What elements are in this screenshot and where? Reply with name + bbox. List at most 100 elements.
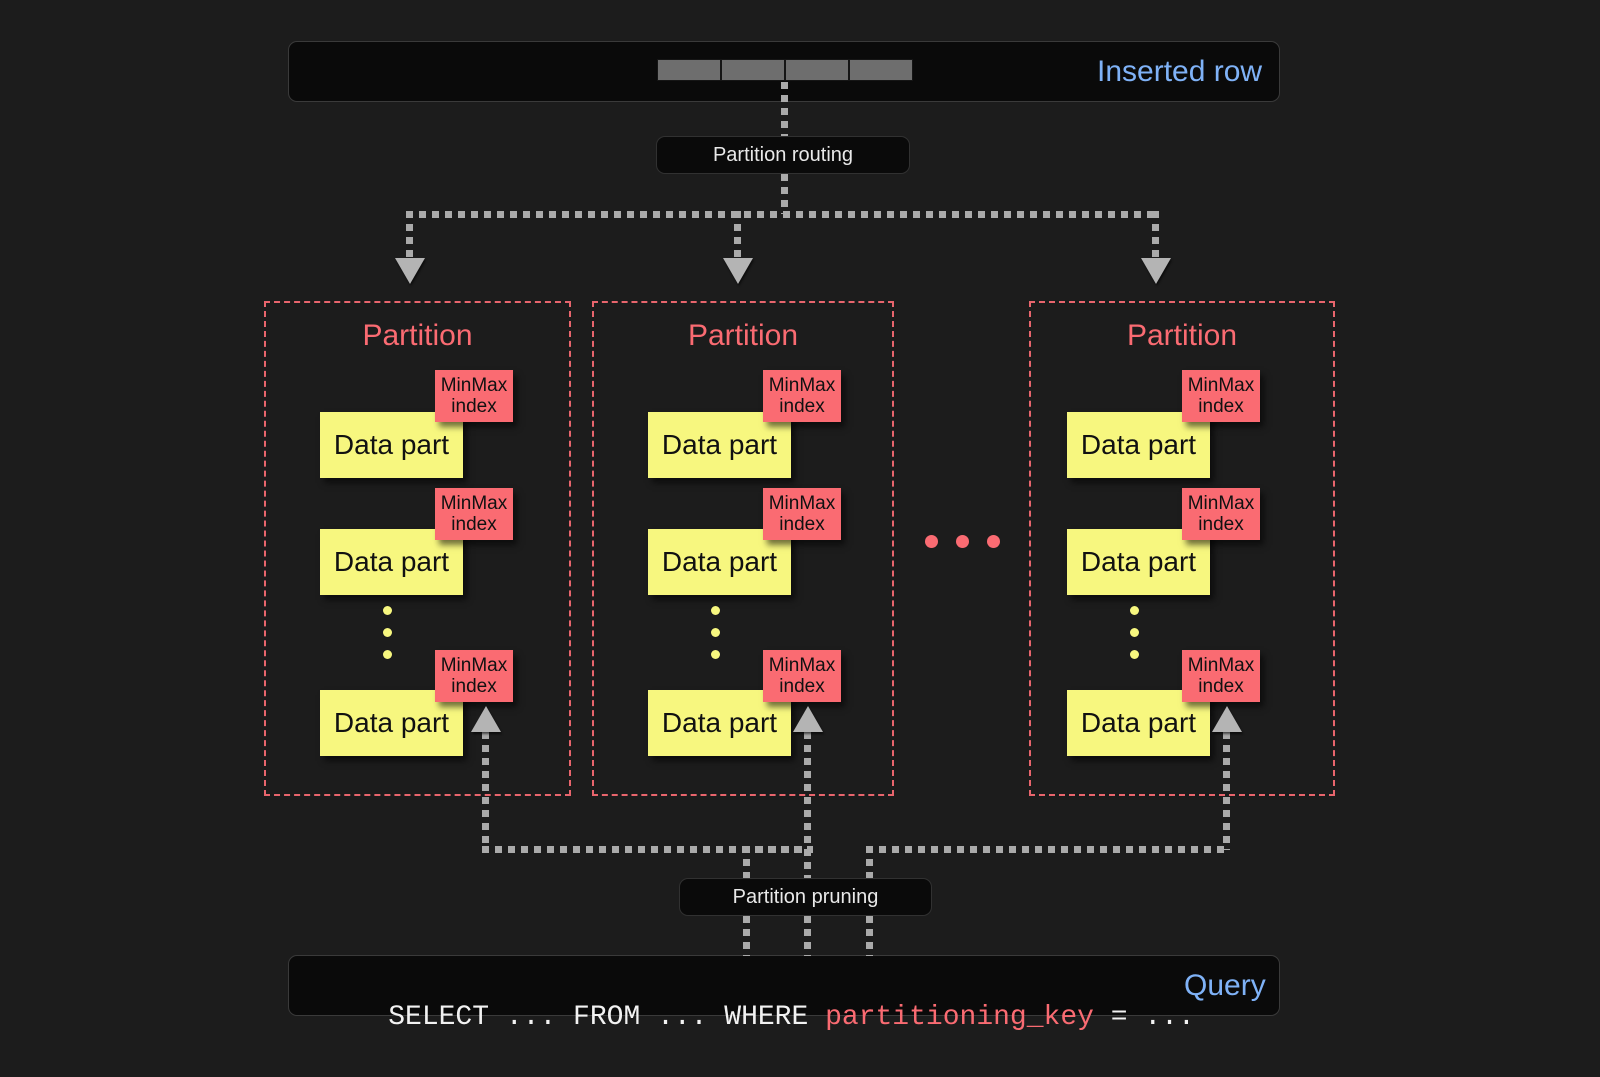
query-statement: SELECT ... FROM ... WHERE partitioning_k… xyxy=(321,971,1195,1064)
connector-row-to-routing xyxy=(781,82,788,138)
data-part-label: Data part xyxy=(333,707,450,738)
partition-title-2: Partition xyxy=(687,319,799,352)
ellipsis-dot xyxy=(711,650,720,659)
data-part-3-3: Data part xyxy=(1067,690,1210,756)
minmax-line-1: MinMax xyxy=(768,492,836,514)
data-part-label: Data part xyxy=(333,429,450,460)
minmax-line-2: index xyxy=(1198,396,1244,417)
connector-prune-bus-left xyxy=(482,846,808,853)
partition-title-3: Partition xyxy=(1126,319,1238,352)
minmax-line-2: index xyxy=(1198,676,1244,697)
minmax-index-3-3: MinMax index xyxy=(1182,650,1260,702)
minmax-line-1: MinMax xyxy=(1187,654,1255,676)
data-part-2-1: Data part xyxy=(648,412,791,478)
connector-pruning-to-query-1 xyxy=(743,916,750,956)
minmax-line-2: index xyxy=(779,514,825,535)
partition-box-2: Partition xyxy=(592,301,894,796)
partition-routing-box: Partition routing xyxy=(656,136,910,174)
connector-drop-partition-1 xyxy=(406,211,413,263)
connector-prune-up-3 xyxy=(1223,732,1230,850)
minmax-line-2: index xyxy=(451,676,497,697)
minmax-line-1: MinMax xyxy=(1187,374,1255,396)
connector-drop-partition-3 xyxy=(1152,211,1159,263)
minmax-line-1: MinMax xyxy=(440,374,508,396)
query-label: Query xyxy=(1184,969,1266,1002)
ellipsis-dot xyxy=(711,628,720,637)
data-part-label: Data part xyxy=(661,707,778,738)
connector-prune-up-1 xyxy=(482,732,489,850)
ellipsis-dot xyxy=(383,650,392,659)
inserted-row-label: Inserted row xyxy=(1097,55,1263,88)
arrow-up-partition-2 xyxy=(793,706,823,732)
ellipsis-dot xyxy=(925,535,938,548)
data-part-2-2: Data part xyxy=(648,529,791,595)
data-part-3-1: Data part xyxy=(1067,412,1210,478)
connector-routing-down xyxy=(781,174,788,214)
minmax-index-1-2: MinMax index xyxy=(435,488,513,540)
data-part-1-1: Data part xyxy=(320,412,463,478)
row-cell xyxy=(657,59,721,81)
row-cell xyxy=(721,59,785,81)
arrow-up-partition-3 xyxy=(1212,706,1242,732)
arrow-down-partition-2 xyxy=(723,258,753,284)
connector-pruning-to-query-2 xyxy=(804,916,811,956)
minmax-index-3-2: MinMax index xyxy=(1182,488,1260,540)
ellipsis-dot xyxy=(383,628,392,637)
minmax-index-3-1: MinMax index xyxy=(1182,370,1260,422)
minmax-line-2: index xyxy=(779,676,825,697)
connector-prune-up-2 xyxy=(804,732,811,922)
partitions-ellipsis xyxy=(925,535,1018,548)
partition-pruning-box: Partition pruning xyxy=(679,878,932,916)
minmax-line-1: MinMax xyxy=(768,654,836,676)
data-part-3-2: Data part xyxy=(1067,529,1210,595)
data-part-label: Data part xyxy=(1080,546,1197,577)
arrow-down-partition-1 xyxy=(395,258,425,284)
row-cell xyxy=(785,59,849,81)
partition-box-1: Partition xyxy=(264,301,571,796)
minmax-line-1: MinMax xyxy=(1187,492,1255,514)
data-part-label: Data part xyxy=(333,546,450,577)
partition-pruning-label: Partition pruning xyxy=(732,885,879,908)
connector-drop-partition-2 xyxy=(734,211,741,263)
partition-box-3: Partition xyxy=(1029,301,1335,796)
ellipsis-dot xyxy=(1130,650,1139,659)
connector-routing-bus xyxy=(406,211,1158,218)
connector-prune-bus-left-join xyxy=(743,846,813,853)
data-part-label: Data part xyxy=(661,429,778,460)
minmax-index-1-1: MinMax index xyxy=(435,370,513,422)
data-part-ellipsis-2 xyxy=(711,606,720,672)
ellipsis-dot xyxy=(1130,628,1139,637)
minmax-line-2: index xyxy=(1198,514,1244,535)
partition-routing-label: Partition routing xyxy=(712,143,854,166)
data-part-label: Data part xyxy=(661,546,778,577)
data-part-label: Data part xyxy=(1080,707,1197,738)
minmax-line-1: MinMax xyxy=(440,654,508,676)
ellipsis-dot xyxy=(956,535,969,548)
arrow-up-partition-1 xyxy=(471,706,501,732)
data-part-ellipsis-1 xyxy=(383,606,392,672)
query-partitioning-key: partitioning_key xyxy=(825,1002,1094,1033)
minmax-line-1: MinMax xyxy=(440,492,508,514)
minmax-line-2: index xyxy=(451,396,497,417)
data-part-1-2: Data part xyxy=(320,529,463,595)
connector-prune-bus-right xyxy=(866,846,1230,853)
row-cell xyxy=(849,59,913,81)
query-prefix: SELECT ... FROM ... WHERE xyxy=(388,1002,826,1033)
ellipsis-dot xyxy=(1130,606,1139,615)
minmax-line-2: index xyxy=(451,514,497,535)
inserted-row-cells xyxy=(657,59,913,81)
partition-title-1: Partition xyxy=(362,319,473,352)
query-panel xyxy=(288,955,1280,1016)
data-part-label: Data part xyxy=(1080,429,1197,460)
query-suffix: = ... xyxy=(1093,1002,1195,1033)
arrow-down-partition-3 xyxy=(1141,258,1171,284)
data-part-ellipsis-3 xyxy=(1130,606,1139,672)
minmax-index-2-1: MinMax index xyxy=(763,370,841,422)
minmax-index-2-3: MinMax index xyxy=(763,650,841,702)
minmax-line-1: MinMax xyxy=(768,374,836,396)
connector-pruning-to-query-3 xyxy=(866,916,873,956)
minmax-index-1-3: MinMax index xyxy=(435,650,513,702)
minmax-line-2: index xyxy=(779,396,825,417)
ellipsis-dot xyxy=(383,606,392,615)
